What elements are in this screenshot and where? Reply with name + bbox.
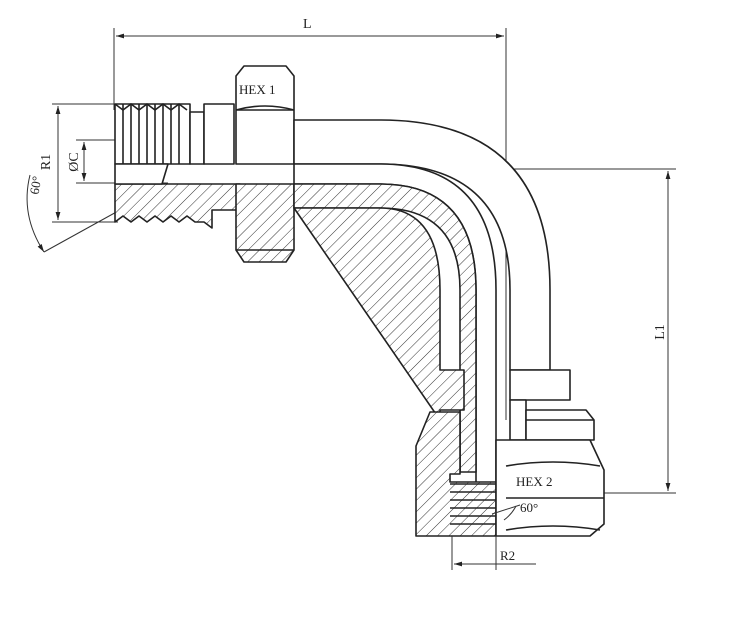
hex1-label: HEX 1: [239, 82, 275, 97]
hex1-section: [235, 183, 295, 263]
dimension-r2: R2: [451, 536, 536, 570]
angle-female-label: 60°: [520, 500, 538, 515]
male-thread-upper: [114, 103, 235, 165]
angle-male-label: 60°: [27, 175, 45, 196]
dimension-bore: ØC: [67, 139, 168, 184]
hex2-nut: HEX 2: [415, 411, 605, 537]
hex2-label: HEX 2: [516, 474, 552, 489]
hex1-upper: HEX 1: [235, 65, 295, 165]
angle-male: 60°: [26, 174, 121, 253]
dimension-l1-label: L1: [653, 324, 668, 340]
dimension-l-label: L: [303, 17, 312, 32]
angle-female: 60°: [491, 500, 538, 521]
dimension-r1-label: R1: [39, 154, 54, 170]
dimension-bore-label: ØC: [67, 152, 82, 171]
dimension-r2-label: R2: [500, 548, 515, 563]
collar-ring: [509, 369, 595, 441]
male-thread-section: [114, 163, 241, 229]
dimension-r1: R1: [39, 103, 118, 223]
